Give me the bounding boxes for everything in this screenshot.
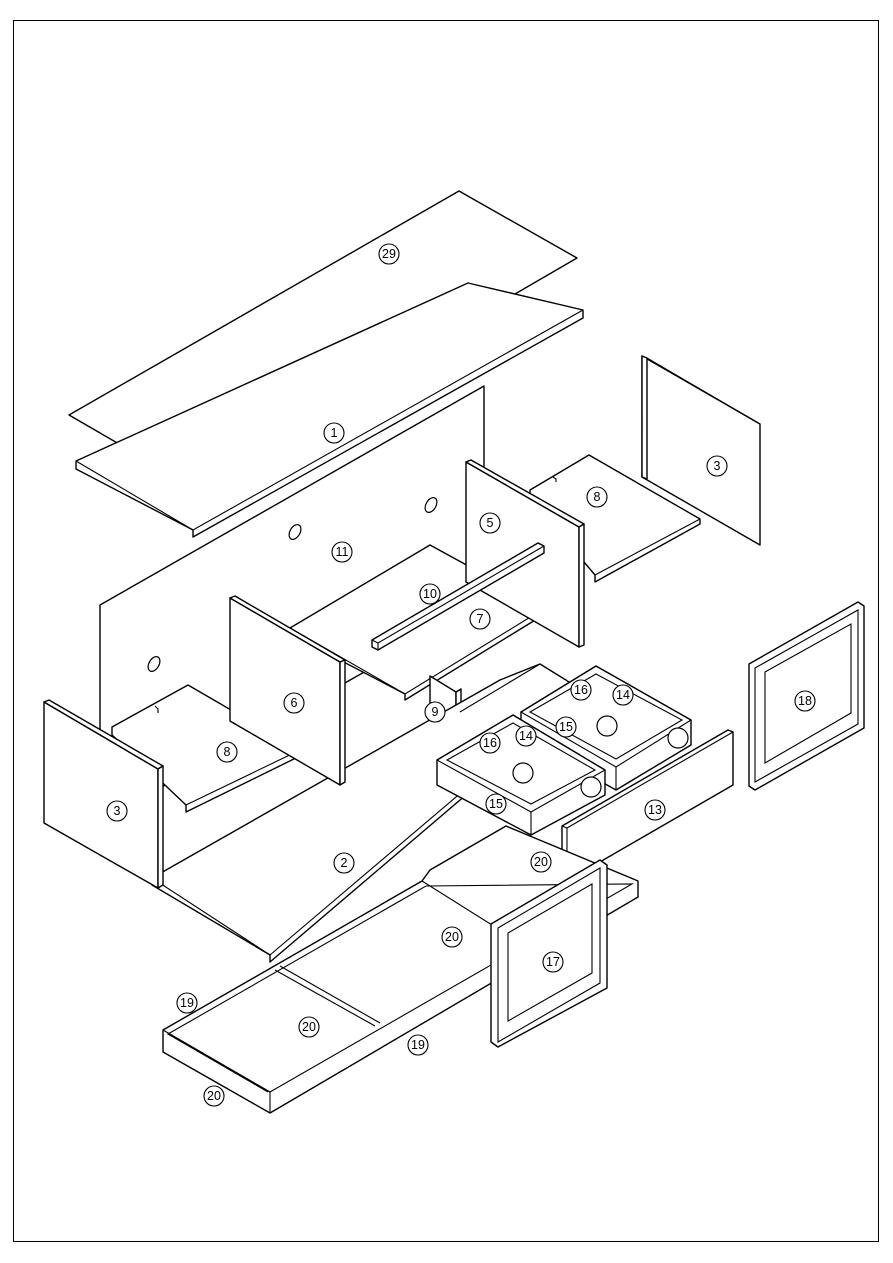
svg-text:17: 17 <box>546 955 560 969</box>
side-panel-3-right <box>641 355 761 546</box>
svg-text:3: 3 <box>714 459 721 473</box>
rail-10 <box>371 542 545 651</box>
part-callout-6: 6 <box>283 692 305 714</box>
cable-hole <box>147 656 161 672</box>
svg-text:16: 16 <box>574 683 588 697</box>
part-callout-19-a: 19 <box>176 992 198 1014</box>
part-callout-15-back: 15 <box>555 716 577 738</box>
svg-text:5: 5 <box>487 516 494 530</box>
part-callout-3-left: 3 <box>106 800 128 822</box>
cable-hole <box>424 497 438 513</box>
part-callout-20-d: 20 <box>203 1085 225 1107</box>
handle-hole <box>580 776 602 798</box>
part-callout-8-left: 8 <box>216 741 238 763</box>
handle-hole <box>667 727 689 749</box>
cable-hole <box>288 524 302 540</box>
svg-text:10: 10 <box>423 587 437 601</box>
part-callout-20-b: 20 <box>441 926 463 948</box>
svg-text:3: 3 <box>114 804 121 818</box>
part-callout-15-front: 15 <box>485 793 507 815</box>
divider-panel-6 <box>229 595 346 786</box>
part-callout-9: 9 <box>424 701 446 723</box>
svg-text:1: 1 <box>331 426 338 440</box>
svg-text:6: 6 <box>291 696 298 710</box>
svg-text:15: 15 <box>489 797 503 811</box>
drawer-assembly-front <box>435 714 607 836</box>
svg-text:8: 8 <box>224 745 231 759</box>
drawer-tray-19-20 <box>162 825 639 1114</box>
part-callout-29: 29 <box>378 243 400 265</box>
part-callout-3-right: 3 <box>706 455 728 477</box>
svg-text:11: 11 <box>336 545 349 559</box>
svg-text:29: 29 <box>382 247 396 261</box>
page-border <box>13 20 879 1242</box>
svg-text:14: 14 <box>519 729 533 743</box>
part-callout-19-b: 19 <box>407 1034 429 1056</box>
part-callout-14-front: 14 <box>515 725 537 747</box>
svg-text:16: 16 <box>483 736 497 750</box>
part-callout-20-c: 20 <box>298 1016 320 1038</box>
part-callout-14-back: 14 <box>612 684 634 706</box>
svg-text:14: 14 <box>616 688 630 702</box>
svg-text:13: 13 <box>648 803 662 817</box>
part-callout-10: 10 <box>419 583 441 605</box>
svg-text:19: 19 <box>180 996 194 1010</box>
svg-text:20: 20 <box>534 855 548 869</box>
part-callout-17: 17 <box>542 951 564 973</box>
svg-text:19: 19 <box>411 1038 425 1052</box>
drawer-bottom-hole <box>596 715 618 737</box>
svg-text:18: 18 <box>798 694 812 708</box>
svg-text:20: 20 <box>302 1020 316 1034</box>
svg-text:20: 20 <box>445 930 459 944</box>
part-callout-2: 2 <box>333 852 355 874</box>
part-callout-11: 11 <box>331 541 353 563</box>
part-callout-18: 18 <box>794 690 816 712</box>
svg-text:8: 8 <box>594 490 601 504</box>
part-callout-16-back: 16 <box>570 679 592 701</box>
svg-text:20: 20 <box>207 1089 221 1103</box>
panel-1-top-board <box>75 282 584 538</box>
part-callout-8-right: 8 <box>586 486 608 508</box>
part-callout-20-a: 20 <box>530 851 552 873</box>
svg-text:7: 7 <box>477 612 484 626</box>
part-callout-16-front: 16 <box>479 732 501 754</box>
part-callout-13: 13 <box>644 799 666 821</box>
svg-text:15: 15 <box>559 720 573 734</box>
part-callout-5: 5 <box>479 512 501 534</box>
drawer-bottom-hole <box>512 762 534 784</box>
side-panel-3-left <box>43 699 164 889</box>
part-callout-7: 7 <box>469 608 491 630</box>
part-callout-1: 1 <box>323 422 345 444</box>
svg-text:9: 9 <box>432 705 439 719</box>
svg-text:2: 2 <box>341 856 348 870</box>
